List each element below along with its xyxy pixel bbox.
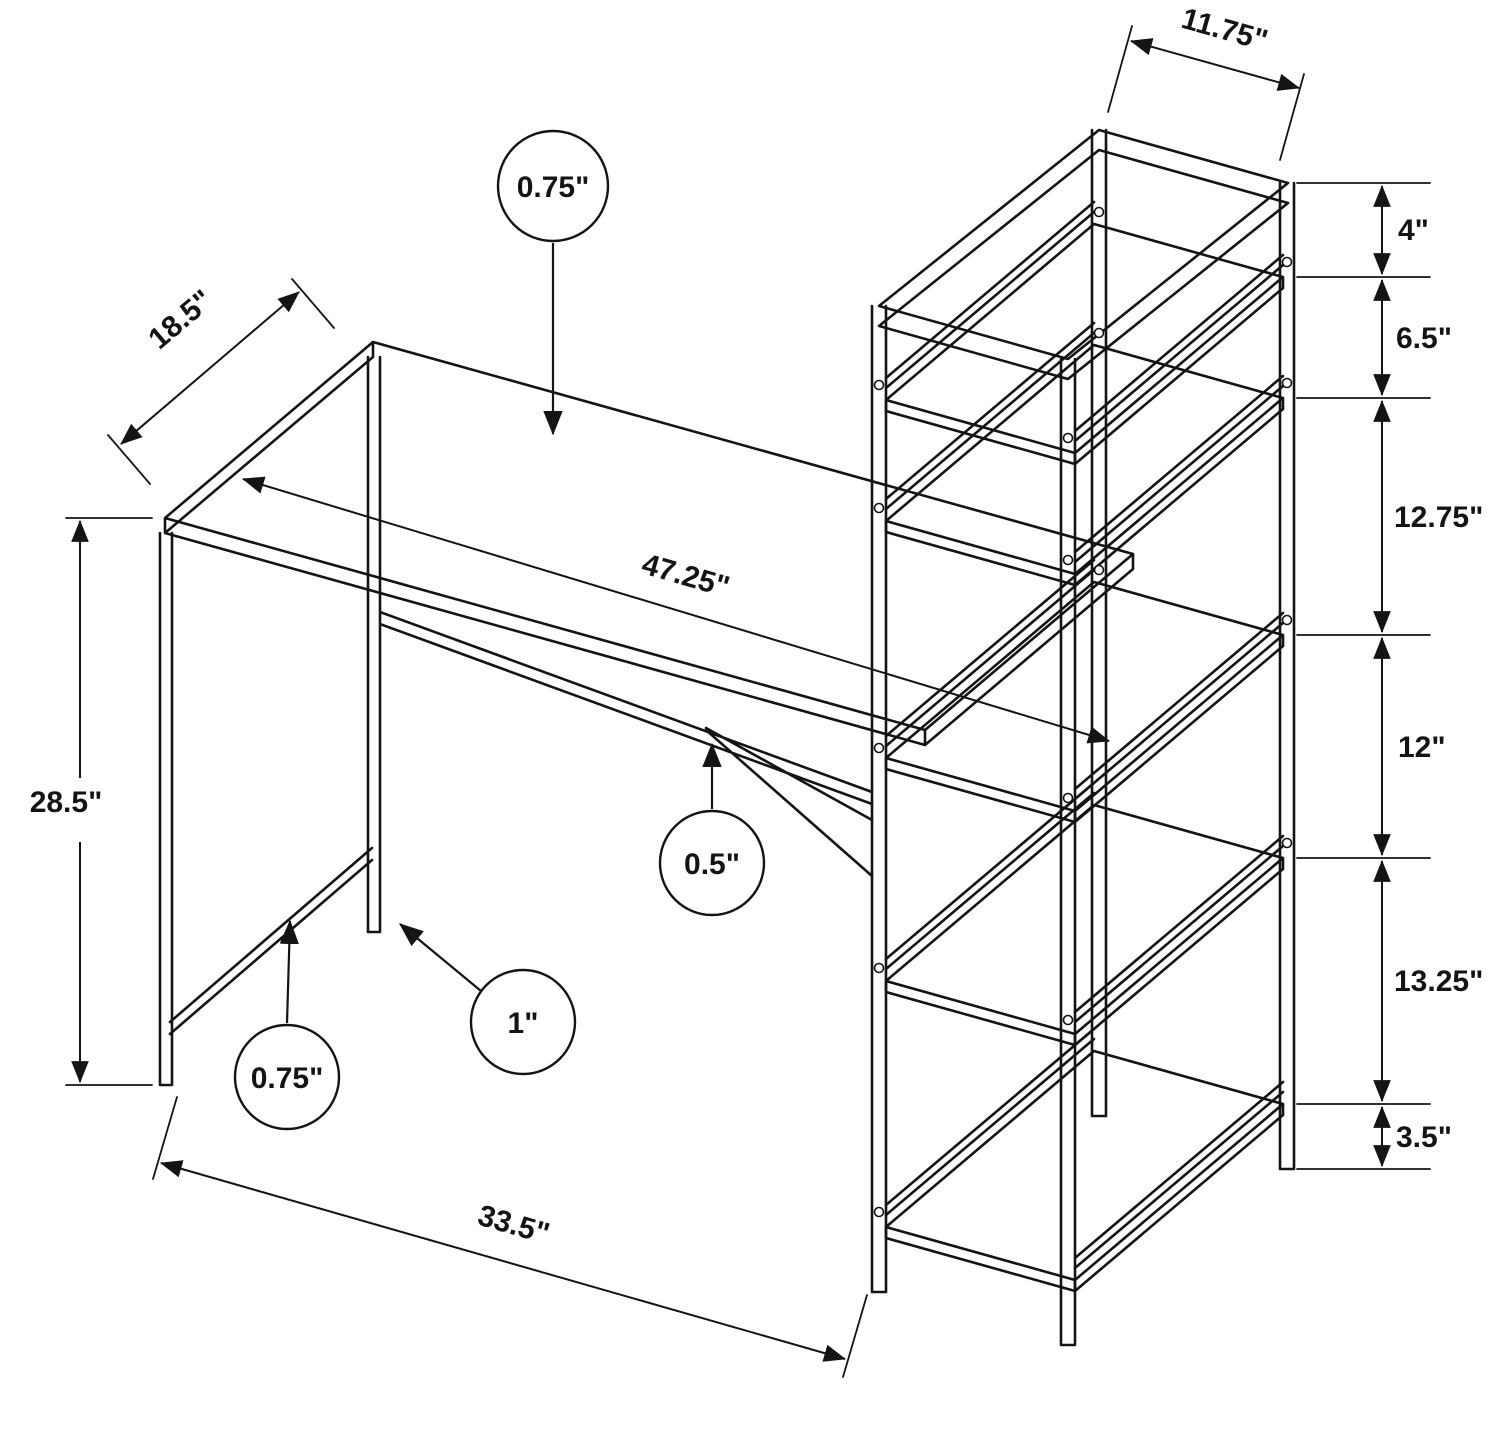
callout-leaders: [279, 243, 722, 1024]
shelf-board-5: [884, 1027, 1285, 1293]
label-desk-depth: 18.5": [142, 284, 219, 356]
label-stack-12-75in: 12.75": [1394, 501, 1483, 534]
depth-ticks: [107, 278, 335, 485]
shelf-board-2: [884, 321, 1285, 587]
label-stack-4in: 4": [1398, 214, 1429, 247]
balloon-stretcher-tube: [233, 1023, 341, 1131]
label-stack-12in: 12": [1398, 731, 1446, 764]
dim-arrow-depth: [120, 291, 300, 445]
screw-hole-icons: [873, 206, 1293, 1218]
extension-ticks: [65, 25, 1431, 1378]
label-brace-tube: 0.5": [684, 848, 740, 881]
desk-linework: [158, 340, 1135, 1087]
desktop-board: [163, 340, 1135, 747]
dim-arrow-shelf-width: [1129, 38, 1301, 91]
right-stack-ticks: [1296, 182, 1431, 1170]
label-desk-height: 28.5": [30, 786, 103, 819]
dim-arrow-desktop-length: [241, 476, 1111, 744]
balloon-desktop-thickness: [496, 129, 610, 243]
label-stretcher-tube: 0.75": [251, 1062, 324, 1095]
base-length-ticks: [152, 1096, 868, 1378]
leader-leg-tube: [399, 923, 482, 992]
leader-stretcher-tube: [279, 919, 299, 1024]
dim-arrow-base-length: [159, 1160, 847, 1362]
balloon-leg-tube: [469, 968, 577, 1076]
label-leg-tube: 1": [508, 1007, 539, 1040]
dimension-arrows: [71, 38, 1391, 1362]
shelf-board-1: [884, 200, 1285, 466]
height-ticks: [65, 517, 153, 1086]
label-desktop-length: 47.25": [638, 548, 733, 604]
label-stack-13-25in: 13.25": [1394, 965, 1483, 998]
label-stack-3-5in: 3.5": [1396, 1121, 1452, 1154]
callout-balloons: [233, 129, 766, 1131]
balloon-brace-tube: [658, 809, 766, 917]
label-base-length: 33.5": [474, 1199, 553, 1251]
label-shelf-width: 11.75": [1178, 2, 1271, 57]
shelf-posts: [870, 128, 1296, 1347]
label-desktop-thickness: 0.75": [517, 171, 590, 204]
shelf-top-rim: [877, 128, 1290, 381]
shelf-board-4: [884, 781, 1285, 1047]
label-stack-6-5in: 6.5": [1396, 322, 1452, 355]
